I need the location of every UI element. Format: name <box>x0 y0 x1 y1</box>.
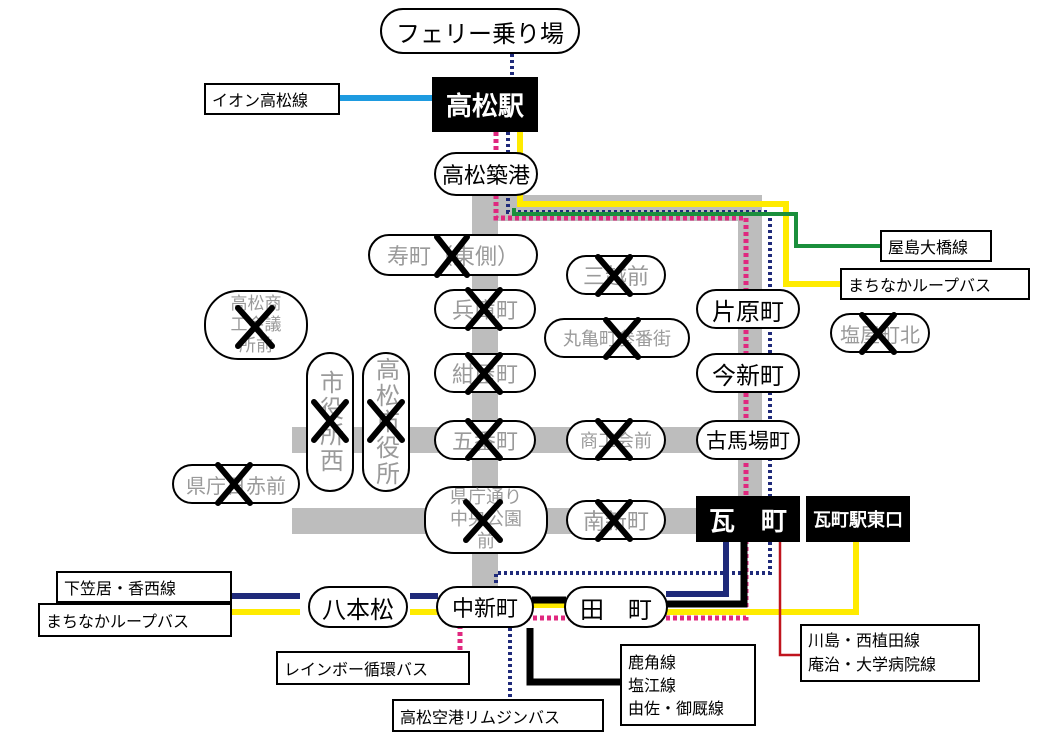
line-black-main <box>532 540 748 608</box>
stop-mitsukoshi[interactable]: 三越前 <box>566 255 666 295</box>
stop-marugame[interactable]: 丸亀町参番街 <box>544 318 690 358</box>
stop-takamatsu-station[interactable]: 高松駅 <box>432 77 538 132</box>
route-loop-west[interactable]: まちなかループバス <box>38 603 232 637</box>
route-kanozu-line2: 塩江線 <box>628 675 677 695</box>
route-aeon[interactable]: イオン高松線 <box>204 83 340 115</box>
stop-katahara[interactable]: 片原町 <box>696 289 800 329</box>
stop-shoko-kaigisho[interactable]: 高松商工会議所前 <box>204 290 308 360</box>
stop-kawaramachi-east[interactable]: 瓦町駅東口 <box>806 496 910 542</box>
route-kawashima[interactable]: 川島・西植田線 庵治・大学病院線 <box>800 624 980 682</box>
stop-kenchou-dori[interactable]: 県庁通り中央公園前 <box>424 486 548 554</box>
stop-kawaramachi[interactable]: 瓦 町 <box>696 496 800 542</box>
route-kanozu-line3: 由佐・御厩線 <box>628 698 725 718</box>
stop-konya[interactable]: 紺屋町 <box>434 353 536 393</box>
stop-hachihonmatsu[interactable]: 八本松 <box>308 586 408 628</box>
stop-shiohama[interactable]: 塩屋町北 <box>830 313 930 353</box>
stop-kobaba[interactable]: 古馬場町 <box>696 420 800 460</box>
stop-kencho-nisseki[interactable]: 県庁日赤前 <box>172 464 300 504</box>
stop-hyogo[interactable]: 兵庫町 <box>434 289 536 329</box>
stop-nakashinmachi[interactable]: 中新町 <box>436 586 534 628</box>
stop-kotobuki[interactable]: 寿町（東側） <box>368 234 538 276</box>
stop-chikko[interactable]: 高松築港 <box>434 152 538 196</box>
stop-minami-shinmachi[interactable]: 南新町 <box>566 500 666 540</box>
stop-gofuku[interactable]: 五番町 <box>434 420 536 460</box>
stop-takamatsu-shiyakusho[interactable]: 高松市役所 <box>362 352 410 492</box>
route-shimokasai[interactable]: 下笠居・香西線 <box>56 571 232 603</box>
line-shimokasai <box>232 540 729 599</box>
line-yashima <box>512 208 880 248</box>
route-yashima[interactable]: 屋島大橋線 <box>880 230 992 262</box>
stop-ferry[interactable]: フェリー乗り場 <box>380 8 580 54</box>
stop-shiyakusho-nishi[interactable]: 市役所西 <box>306 352 354 492</box>
stop-shoko[interactable]: 商工会前 <box>566 420 666 460</box>
line-kanozu <box>526 628 620 686</box>
stop-tamachi[interactable]: 田 町 <box>564 586 668 628</box>
route-loop-east[interactable]: まちなかループバス <box>840 268 1030 300</box>
stop-imashin[interactable]: 今新町 <box>696 353 800 393</box>
route-kanozu[interactable]: 鹿角線 塩江線 由佐・御厩線 <box>620 644 756 726</box>
route-kanozu-line1: 鹿角線 <box>628 652 677 672</box>
route-kawashima-line2: 庵治・大学病院線 <box>808 655 937 674</box>
route-rainbow[interactable]: レインボー循環バス <box>276 651 470 685</box>
line-kawashima <box>778 540 800 657</box>
line-loop-bus-south <box>232 540 859 615</box>
route-airport[interactable]: 高松空港リムジンバス <box>392 699 604 732</box>
route-kawashima-line1: 川島・西植田線 <box>808 631 921 650</box>
